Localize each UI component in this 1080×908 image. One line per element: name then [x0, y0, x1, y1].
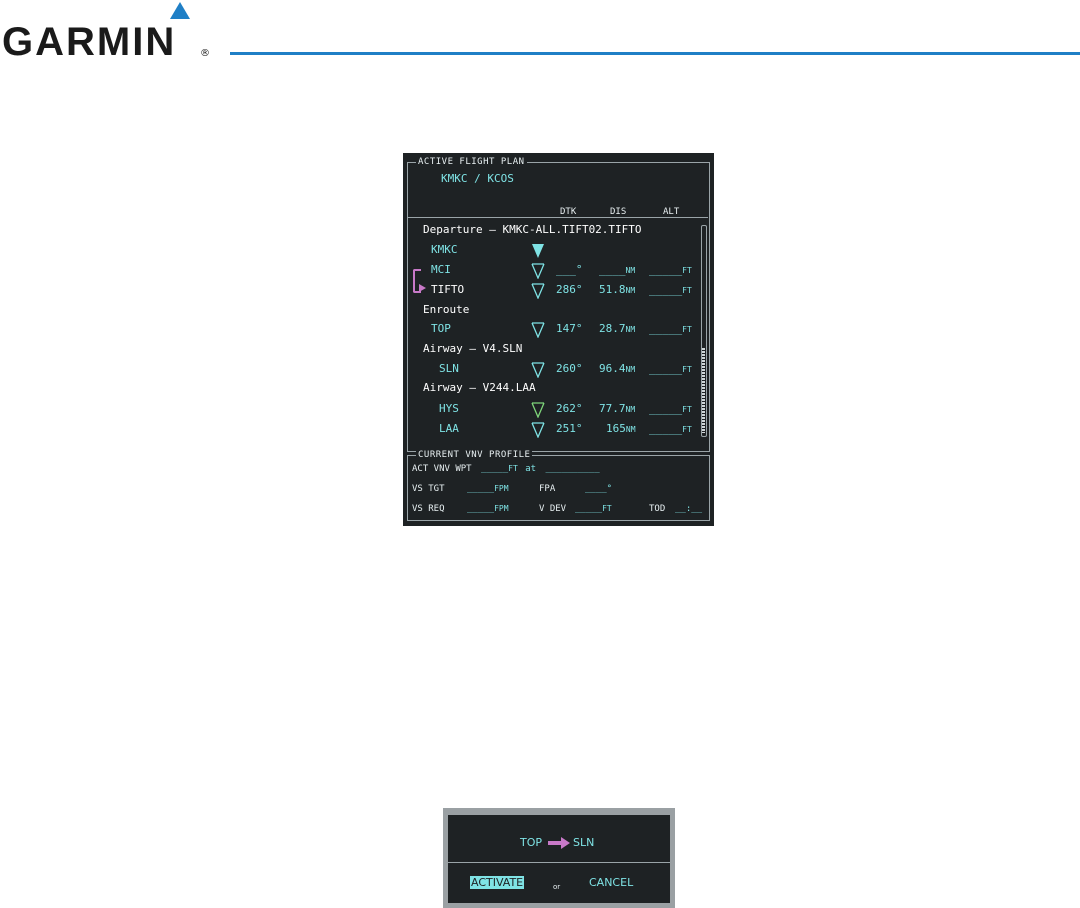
flight-plan-title: ACTIVE FLIGHT PLAN: [416, 156, 527, 168]
vs-tgt-label: VS TGT: [412, 484, 445, 494]
waypoint-tifto[interactable]: TIFTO: [431, 283, 465, 296]
top-dis: 28.7: [599, 322, 626, 335]
column-dtk: DTK: [560, 207, 577, 217]
or-label: or: [553, 883, 561, 891]
scrollbar-track[interactable]: [701, 225, 707, 437]
laa-dis: 165: [606, 422, 626, 435]
header-rule: [230, 52, 1080, 55]
registered-mark: ®: [200, 48, 210, 59]
column-dis: DIS: [610, 207, 627, 217]
airway-v4-label: Airway – V4.SLN: [423, 342, 523, 355]
fpa-label: FPA: [539, 484, 556, 494]
fpa-value: ____°: [585, 484, 613, 494]
sln-alt-unit: FT: [682, 365, 692, 374]
mci-alt[interactable]: _____: [649, 263, 683, 276]
hys-alt[interactable]: _____: [649, 402, 683, 415]
waypoint-top[interactable]: TOP: [431, 322, 451, 335]
hys-dtk: 262°: [556, 402, 583, 415]
dialog-from-waypoint: TOP: [520, 836, 543, 849]
top-dtk: 147°: [556, 322, 583, 335]
waypoint-hys[interactable]: HYS: [439, 402, 459, 415]
hys-alt-unit: FT: [682, 405, 692, 414]
hys-dis-unit: NM: [625, 405, 636, 414]
enroute-label: Enroute: [423, 303, 470, 316]
active-leg-bracket: [413, 269, 421, 293]
tifto-alt-unit: FT: [682, 286, 692, 295]
tod-value: __:__: [675, 504, 703, 514]
mci-dis-unit: NM: [625, 266, 636, 275]
hys-dis: 77.7: [599, 402, 626, 415]
active-leg-icon: [532, 244, 544, 258]
sln-dis: 96.4: [599, 362, 626, 375]
v-dev-label: V DEV: [539, 504, 567, 514]
v-dev-unit: FT: [602, 504, 612, 513]
fly-over-leg-icon: [531, 322, 545, 338]
top-dis-unit: NM: [625, 325, 636, 334]
column-alt: ALT: [663, 207, 680, 217]
waypoint-laa[interactable]: LAA: [439, 422, 459, 435]
active-leg-arrow-icon: [419, 284, 426, 292]
vs-tgt-unit: FPM: [494, 484, 509, 493]
activate-button[interactable]: ACTIVATE: [470, 876, 525, 889]
laa-dis-unit: NM: [625, 425, 636, 434]
active-flight-plan-screen: ACTIVE FLIGHT PLAN KMKC / KCOS DTK DIS A…: [403, 153, 714, 526]
sln-alt[interactable]: _____: [649, 362, 683, 375]
scrollbar-thumb[interactable]: [702, 348, 705, 433]
top-alt-unit: FT: [682, 325, 692, 334]
fly-over-leg-icon: [531, 263, 545, 279]
act-vnv-wpt-label: ACT VNV WPT: [412, 464, 472, 474]
header-divider: [408, 217, 708, 218]
v-dev-value: _____: [575, 504, 603, 514]
airway-v244-label: Airway – V244.LAA: [423, 381, 536, 394]
mci-dis: ____: [599, 263, 626, 276]
waypoint-sln[interactable]: SLN: [439, 362, 459, 375]
vs-req-value: _____: [467, 504, 495, 514]
at-label: at: [525, 464, 537, 474]
departure-label: Departure – KMKC-ALL.TIFT02.TIFTO: [423, 223, 642, 236]
garmin-triangle-icon: [170, 2, 190, 19]
sln-dtk: 260°: [556, 362, 583, 375]
act-vnv-wpt-alt: _____: [481, 464, 509, 474]
dialog-to-waypoint: SLN: [573, 836, 595, 849]
top-alt[interactable]: _____: [649, 322, 683, 335]
act-vnv-wpt-alt-unit: FT: [508, 464, 518, 473]
vs-req-unit: FPM: [494, 504, 509, 513]
laa-dtk: 251°: [556, 422, 583, 435]
laa-alt[interactable]: _____: [649, 422, 683, 435]
waypoint-mci[interactable]: MCI: [431, 263, 451, 276]
tifto-dtk: 286°: [556, 283, 583, 296]
fly-over-leg-icon: [531, 283, 545, 299]
mci-dtk: ___°: [556, 263, 583, 276]
leg-arrow-icon: [548, 837, 570, 849]
flight-plan-frame: ACTIVE FLIGHT PLAN: [407, 156, 710, 452]
fly-over-leg-icon: [531, 362, 545, 378]
act-vnv-wpt-name: __________: [545, 464, 600, 474]
sln-dis-unit: NM: [625, 365, 636, 374]
fly-over-leg-icon: [531, 422, 545, 438]
vnv-profile-frame: CURRENT VNV PROFILE: [407, 449, 710, 521]
mci-alt-unit: FT: [682, 266, 692, 275]
vs-tgt-value[interactable]: _____: [467, 484, 495, 494]
cancel-button[interactable]: CANCEL: [589, 876, 634, 889]
waypoint-kmkc[interactable]: KMKC: [431, 243, 458, 256]
vs-req-label: VS REQ: [412, 504, 445, 514]
tifto-dis-unit: NM: [625, 286, 636, 295]
fly-over-leg-icon: [531, 402, 545, 418]
dialog-divider: [448, 862, 670, 863]
tifto-alt[interactable]: _____: [649, 283, 683, 296]
brand-wordmark: GARMIN: [2, 20, 177, 64]
laa-alt-unit: FT: [682, 425, 692, 434]
tod-label: TOD: [649, 504, 666, 514]
vnv-profile-title: CURRENT VNV PROFILE: [416, 449, 533, 461]
route-label: KMKC / KCOS: [441, 172, 514, 185]
tifto-dis: 51.8: [599, 283, 626, 296]
